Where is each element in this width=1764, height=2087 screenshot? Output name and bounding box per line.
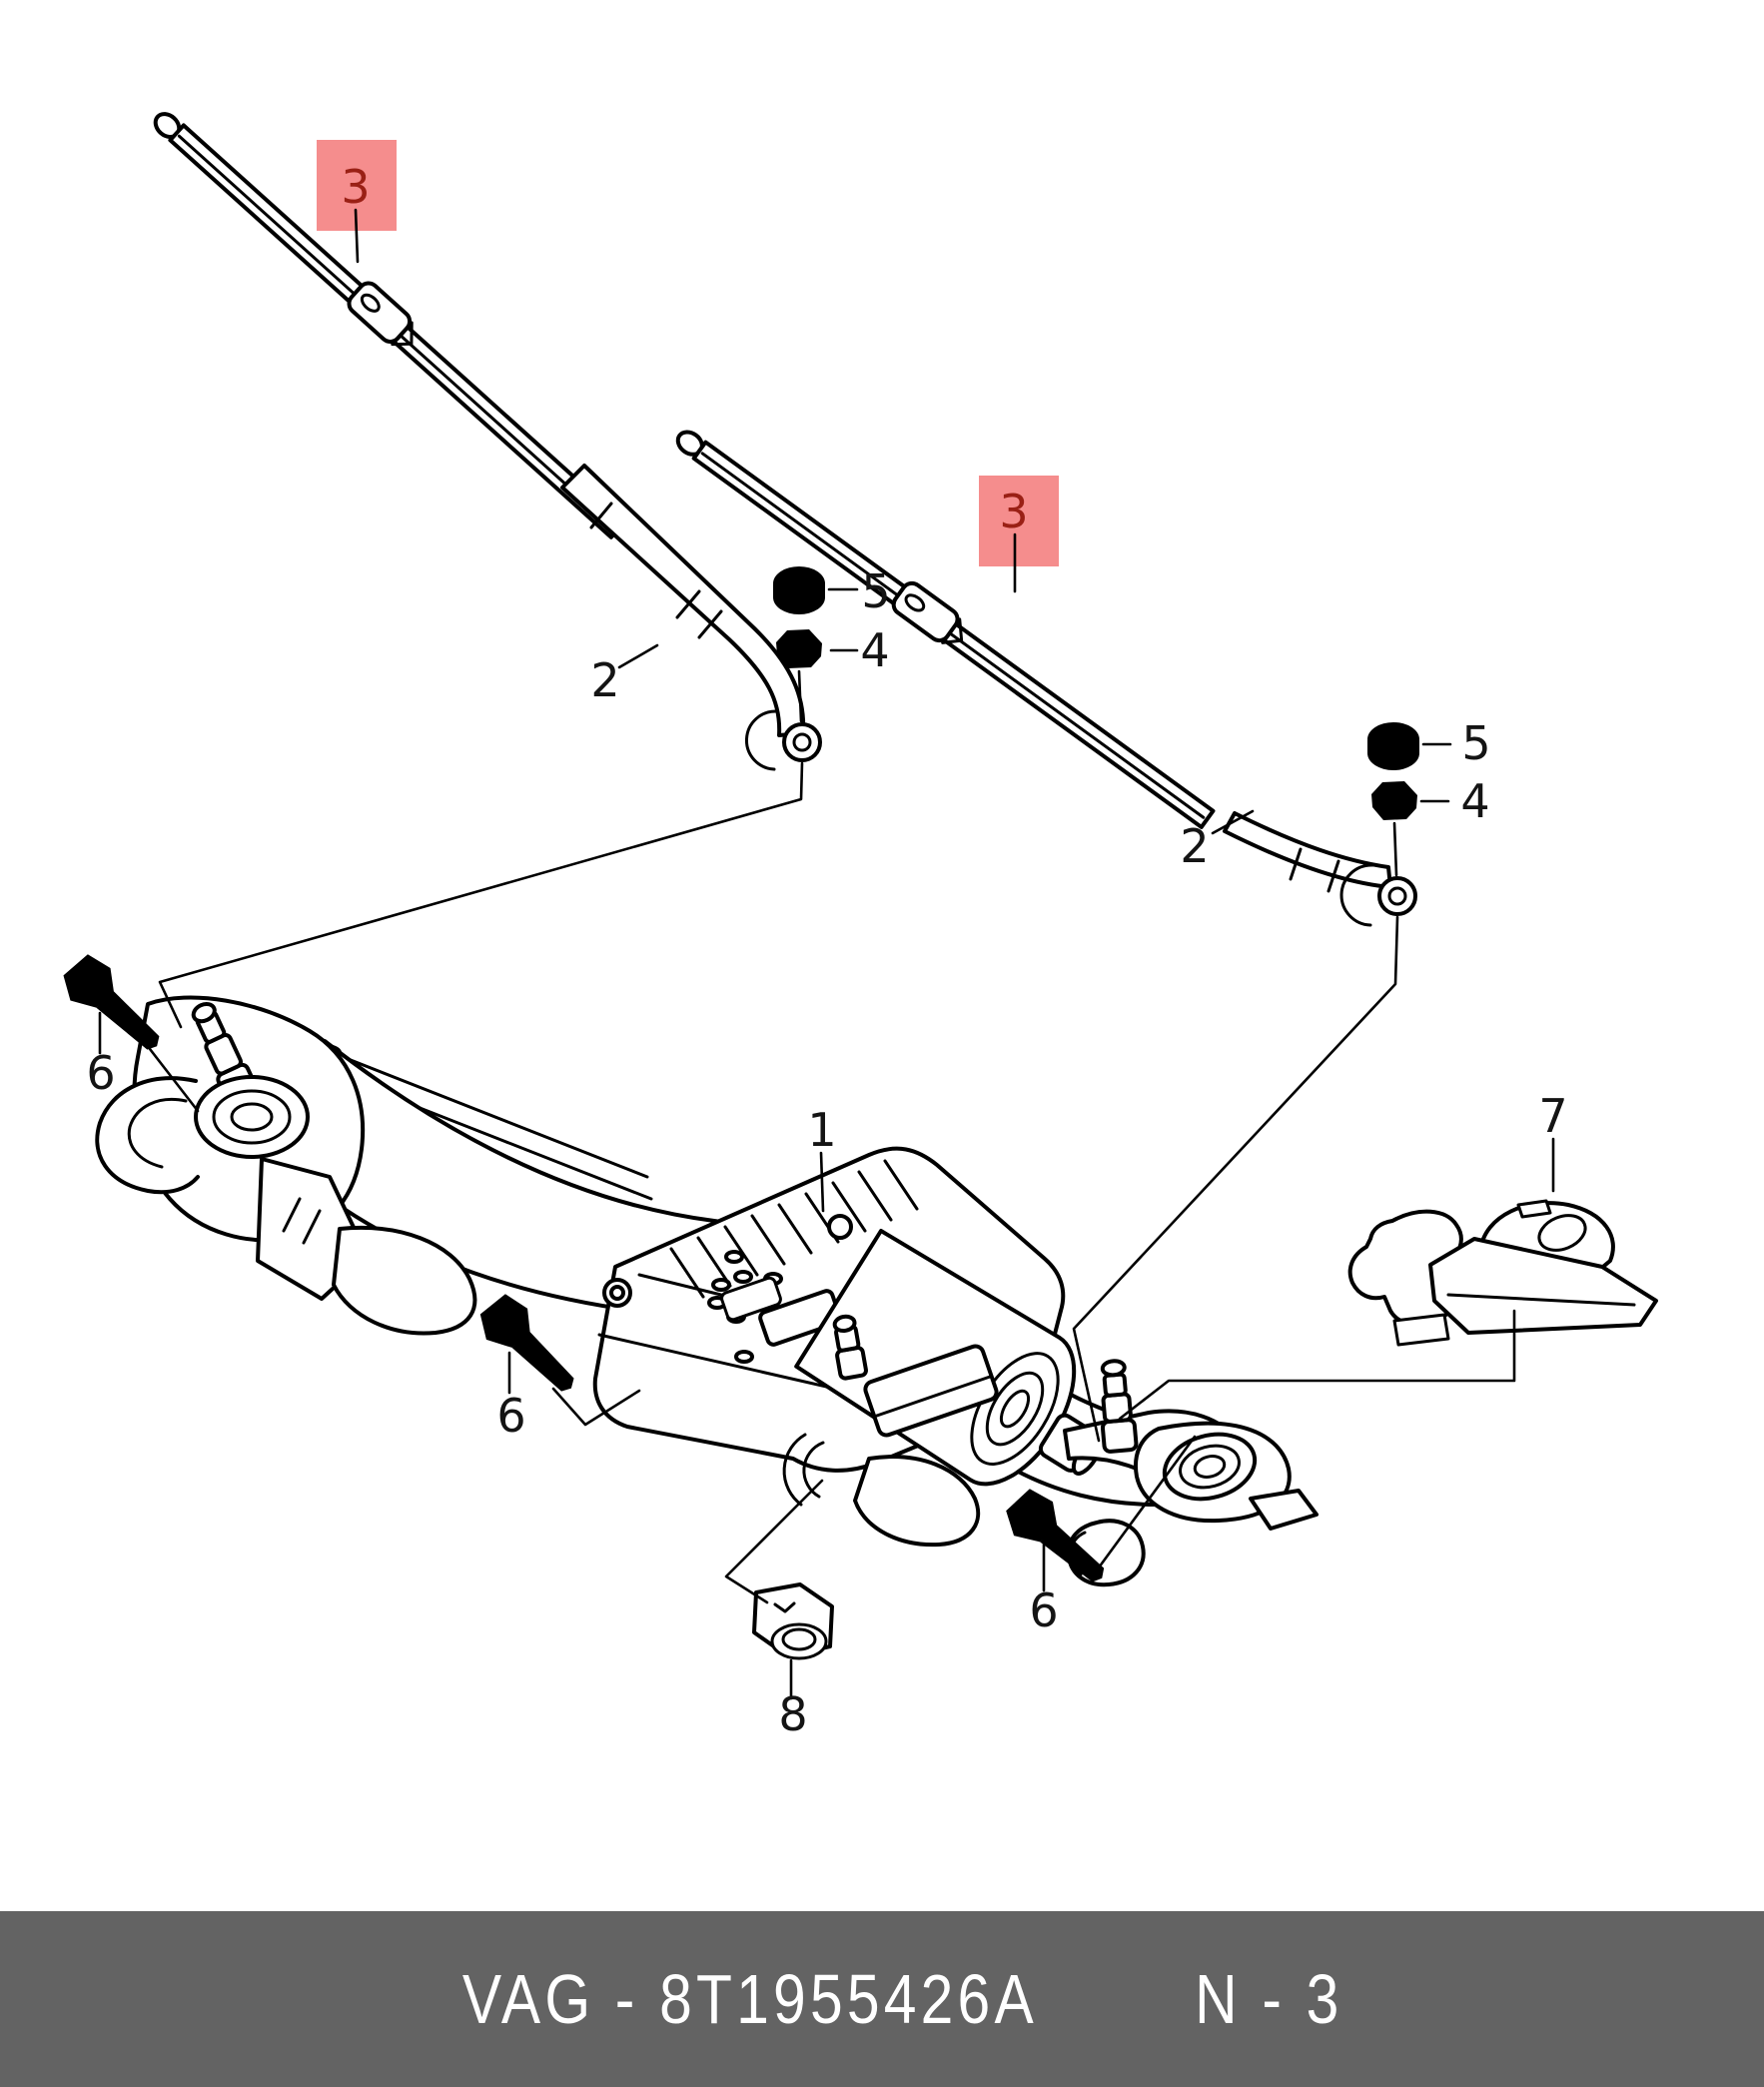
cap-left xyxy=(773,566,825,614)
bracket-7 xyxy=(1347,1199,1658,1347)
part-callout-6[interactable]: 6 xyxy=(1029,1583,1058,1637)
highlighted-part-callout-3[interactable]: 3 xyxy=(341,160,370,214)
part-callout-8[interactable]: 8 xyxy=(778,1687,807,1741)
leader-lines xyxy=(98,208,1555,1700)
part-callout-6[interactable]: 6 xyxy=(86,1046,115,1100)
part-callout-2[interactable]: 2 xyxy=(1180,819,1209,873)
part-number-label: VAG - 8T1955426A xyxy=(461,1960,1038,2038)
part-number-bar: VAG - 8T1955426A N - 3 xyxy=(0,1911,1764,2087)
page-ref-label: N - 3 xyxy=(1194,1960,1343,2038)
wiper-arm-right xyxy=(1223,811,1417,927)
wiper-arm-left xyxy=(560,464,822,771)
part-callout-4[interactable]: 4 xyxy=(860,623,889,677)
linkage-mount-left xyxy=(95,995,477,1336)
nut-8 xyxy=(752,1582,834,1660)
nut-right xyxy=(1371,781,1417,820)
highlighted-part-box-3[interactable] xyxy=(979,476,1059,566)
wiper-blade-right xyxy=(675,430,1216,829)
part-callout-4[interactable]: 4 xyxy=(1460,774,1489,828)
cap-right xyxy=(1367,722,1419,770)
part-callout-6[interactable]: 6 xyxy=(496,1389,525,1443)
highlighted-part-callout-3[interactable]: 3 xyxy=(999,485,1028,538)
part-callout-7[interactable]: 7 xyxy=(1538,1089,1567,1143)
wiper-blade-left xyxy=(153,112,627,539)
part-callout-2[interactable]: 2 xyxy=(590,653,619,707)
part-callout-5[interactable]: 5 xyxy=(861,564,890,618)
linkage-pivot-right xyxy=(1063,1359,1319,1587)
bolt-middle xyxy=(470,1287,590,1406)
part-callout-5[interactable]: 5 xyxy=(1461,716,1490,770)
part-callout-1[interactable]: 1 xyxy=(807,1103,836,1157)
